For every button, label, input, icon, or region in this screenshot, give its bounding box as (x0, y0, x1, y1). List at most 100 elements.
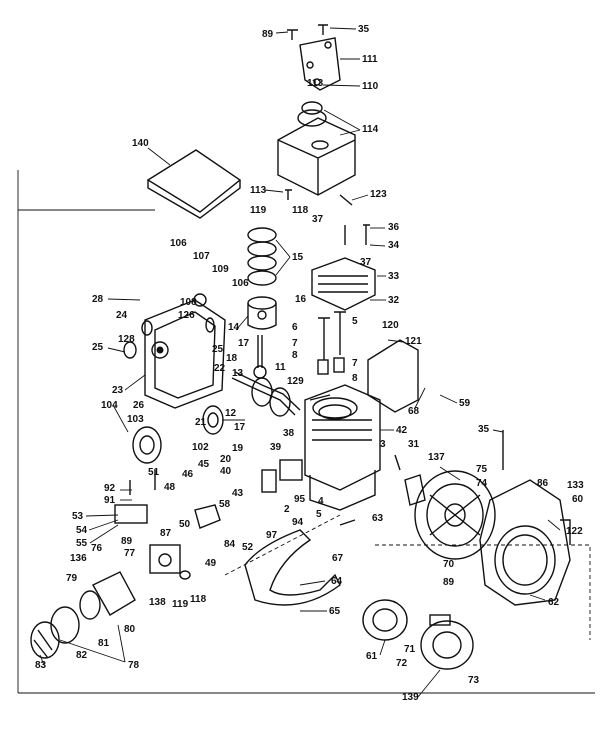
label-63: 63 (372, 513, 384, 524)
valve-drawing (317, 311, 346, 375)
label-23: 23 (112, 385, 124, 396)
rewind-starter-drawing (420, 614, 474, 670)
label-70: 70 (443, 559, 455, 570)
label-110: 110 (362, 81, 379, 92)
label-89-right: 89 (443, 577, 455, 588)
label-67: 67 (332, 553, 344, 564)
label-26: 26 (133, 400, 145, 411)
label-51: 51 (148, 467, 160, 478)
label-113-top: 113 (307, 78, 324, 89)
label-24: 24 (116, 310, 128, 321)
label-40: 40 (220, 466, 232, 477)
label-55: 55 (76, 538, 88, 549)
label-60: 60 (572, 494, 584, 505)
label-121: 121 (405, 336, 422, 347)
label-54: 54 (76, 525, 88, 536)
label-89-left: 89 (121, 536, 133, 547)
label-65: 65 (329, 606, 341, 617)
label-137: 137 (428, 452, 445, 463)
label-5-mid: 5 (316, 509, 322, 520)
label-46: 46 (182, 469, 194, 480)
label-122: 122 (566, 526, 583, 537)
label-74: 74 (476, 478, 488, 489)
label-25-mid: 25 (212, 344, 224, 355)
fastener-drawings (129, 189, 571, 545)
label-118: 118 (292, 205, 309, 216)
label-126: 126 (178, 310, 195, 321)
label-58: 58 (219, 499, 231, 510)
label-4: 4 (318, 496, 324, 507)
muffler-drawing (277, 101, 356, 196)
label-71: 71 (404, 644, 416, 655)
label-123: 123 (370, 189, 387, 200)
label-3: 3 (380, 439, 386, 450)
label-102: 102 (192, 442, 209, 453)
label-76: 76 (91, 543, 103, 554)
label-68: 68 (408, 406, 420, 417)
label-138: 138 (149, 597, 166, 608)
label-11: 11 (275, 362, 286, 373)
label-35-top: 35 (358, 24, 370, 35)
label-33: 33 (388, 271, 400, 282)
starter-pulley-drawing (362, 599, 408, 641)
label-7-a: 7 (292, 338, 298, 349)
crankshaft-drawing (231, 371, 301, 417)
label-83: 83 (35, 660, 47, 671)
label-133: 133 (567, 480, 584, 491)
label-21: 21 (195, 417, 207, 428)
piston-drawing (247, 296, 277, 330)
label-50: 50 (179, 519, 191, 530)
gear-drawing (202, 405, 245, 435)
label-8-b: 8 (352, 373, 358, 384)
label-52: 52 (242, 542, 254, 553)
label-37-b: 37 (360, 257, 372, 268)
label-49: 49 (205, 558, 217, 569)
label-38: 38 (283, 428, 295, 439)
label-73: 73 (468, 675, 480, 686)
label-64: 64 (331, 576, 343, 587)
label-92: 92 (104, 483, 116, 494)
label-16: 16 (295, 294, 307, 305)
label-61: 61 (366, 651, 378, 662)
label-82: 82 (76, 650, 88, 661)
label-59: 59 (459, 398, 471, 409)
label-84: 84 (224, 539, 236, 550)
label-87: 87 (160, 528, 172, 539)
label-17-mid: 17 (234, 422, 246, 433)
label-106-b: 106 (232, 278, 249, 289)
label-48: 48 (164, 482, 176, 493)
label-45: 45 (198, 459, 210, 470)
diagram-border (17, 170, 595, 694)
label-37-a: 37 (312, 214, 324, 225)
blower-housing-drawing (479, 479, 571, 606)
label-62: 62 (548, 597, 560, 608)
crankcase-cover-drawing (144, 293, 226, 409)
label-114: 114 (362, 124, 379, 135)
label-7-b: 7 (352, 358, 358, 369)
label-79: 79 (66, 573, 78, 584)
label-81: 81 (98, 638, 110, 649)
label-32: 32 (388, 295, 400, 306)
label-43: 43 (232, 488, 244, 499)
label-120: 120 (382, 320, 399, 331)
label-119-bottom: 119 (172, 599, 189, 610)
label-28: 28 (92, 294, 104, 305)
label-89-top: 89 (262, 29, 274, 40)
connecting-rod-drawing (253, 335, 267, 379)
leader-lines (39, 27, 561, 698)
label-95: 95 (294, 494, 306, 505)
carburetor-drawing (114, 504, 221, 580)
label-19: 19 (232, 443, 244, 454)
label-8-a: 8 (292, 350, 298, 361)
label-94: 94 (292, 517, 304, 528)
label-91: 91 (104, 495, 116, 506)
label-107: 107 (193, 251, 210, 262)
head-shield-drawing (367, 339, 419, 413)
label-77: 77 (124, 548, 136, 559)
label-5-top: 5 (352, 316, 358, 327)
filter-pad-drawing (146, 149, 242, 219)
label-104: 104 (101, 400, 118, 411)
label-106-a: 106 (170, 238, 187, 249)
label-108: 108 (180, 297, 197, 308)
